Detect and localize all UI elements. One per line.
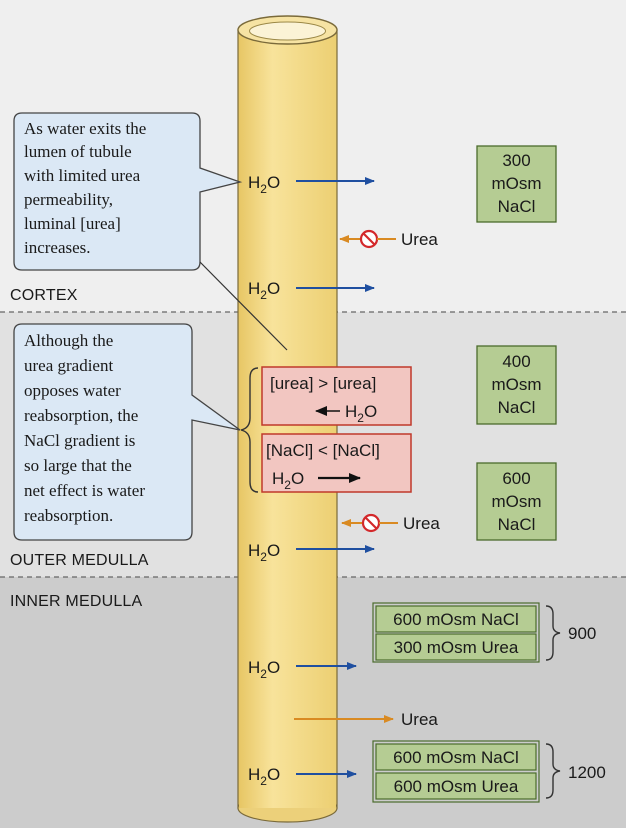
water-flux-inner-2: H2O [248, 765, 357, 788]
pair-900-urea: 300 mOsm Urea [394, 638, 519, 657]
nacl-gradient-text: [NaCl] < [NaCl] [266, 441, 380, 460]
svg-text:mOsm: mOsm [491, 174, 541, 193]
interstitium-box-600: 600 mOsm NaCl [476, 462, 557, 541]
svg-text:H2O: H2O [248, 658, 280, 681]
callout-bottom-line-8: reabsorption. [24, 506, 113, 525]
interstitium-box-400: 400 mOsm NaCl [476, 345, 557, 425]
interstitium-pair-1200: 600 mOsm NaCl 600 mOsm Urea 1200 [372, 740, 606, 803]
pair-900-nacl: 600 mOsm NaCl [393, 610, 519, 629]
interstitium-box-300: 300 mOsm NaCl [476, 145, 557, 223]
callout-top-line-5: luminal [urea] [24, 214, 121, 233]
urea-gradient-text: [urea] > [urea] [270, 374, 376, 393]
pair-1200-total: 1200 [568, 763, 606, 782]
callout-bottom-line-7: net effect is water [24, 481, 145, 500]
svg-text:NaCl: NaCl [498, 515, 536, 534]
callout-pointer [199, 261, 288, 351]
pair-1200-urea: 600 mOsm Urea [394, 777, 519, 796]
water-label-nacl-box: H2O [272, 469, 304, 492]
callout-top-line-4: permeability, [24, 190, 113, 209]
callout-bottom-line-2: urea gradient [24, 356, 113, 375]
urea-gradient-box: [urea] > [urea] H2O [261, 366, 412, 426]
callout-bottom-line-1: Although the [24, 331, 113, 350]
pair-1200-nacl: 600 mOsm NaCl [393, 748, 519, 767]
callout-cortex: As water exits the lumen of tubule with … [13, 112, 288, 351]
svg-text:400: 400 [502, 352, 530, 371]
svg-text:600: 600 [502, 469, 530, 488]
urea-label-cortex: Urea [401, 230, 438, 249]
outer-medulla-label: OUTER MEDULLA [10, 552, 149, 569]
svg-text:NaCl: NaCl [498, 398, 536, 417]
pair-900-total: 900 [568, 624, 596, 643]
water-flux-outer-medulla: H2O [248, 541, 375, 564]
callout-top-line-1: As water exits the [24, 119, 146, 138]
callout-bottom-line-3: opposes water [24, 381, 121, 400]
svg-text:mOsm: mOsm [491, 492, 541, 511]
cortex-label: CORTEX [10, 287, 78, 304]
water-flux-cortex-2: H2O [248, 279, 375, 302]
svg-text:H2O: H2O [248, 279, 280, 302]
nacl-gradient-box: [NaCl] < [NaCl] H2O [261, 433, 412, 493]
svg-text:H2O: H2O [248, 173, 280, 196]
inner-medulla-label: INNER MEDULLA [10, 593, 143, 610]
callout-bottom-line-4: reabsorption, the [24, 406, 138, 425]
callout-bottom-line-5: NaCl gradient is [24, 431, 135, 450]
water-label-urea-box: H2O [345, 402, 377, 425]
interstitium-pair-900: 600 mOsm NaCl 300 mOsm Urea 900 [372, 602, 596, 663]
callout-bottom-line-6: so large that the [24, 456, 132, 475]
gradient-brace [240, 367, 259, 493]
water-flux-cortex-1: H2O [248, 173, 375, 196]
svg-text:mOsm: mOsm [491, 375, 541, 394]
callout-top-line-6: increases. [24, 238, 91, 257]
callout-top-line-2: lumen of tubule [24, 142, 132, 161]
callout-medulla: Although the urea gradient opposes water… [13, 323, 241, 541]
urea-blocked-cortex: Urea [339, 229, 438, 249]
svg-text:H2O: H2O [248, 541, 280, 564]
callout-top-line-3: with limited urea [24, 166, 141, 185]
svg-text:NaCl: NaCl [498, 197, 536, 216]
svg-text:300: 300 [502, 151, 530, 170]
urea-flux-inner-medulla: Urea [294, 710, 438, 729]
urea-label-outer-medulla: Urea [403, 514, 440, 533]
svg-text:H2O: H2O [248, 765, 280, 788]
water-flux-inner-1: H2O [248, 658, 357, 681]
urea-label-inner-medulla: Urea [401, 710, 438, 729]
urea-blocked-outer-medulla: Urea [341, 513, 440, 533]
